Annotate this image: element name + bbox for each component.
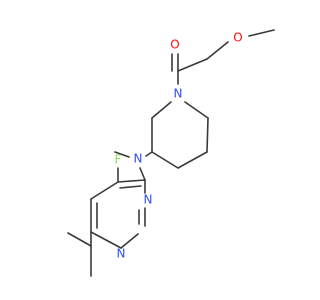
pyrimidine-nitrogen-lower-label: N [117, 247, 126, 261]
fluorine-label: F [115, 153, 122, 167]
bond [145, 151, 153, 157]
bond [120, 233, 139, 249]
carbonyl-oxygen-label: O [170, 38, 179, 52]
amine-nitrogen-label: N [134, 152, 143, 166]
bond [67, 232, 92, 247]
ether-oxygen-label: O [233, 31, 242, 45]
bond [177, 58, 208, 72]
bond [119, 185, 142, 189]
bonds [67, 29, 275, 277]
bond [151, 151, 179, 169]
bond [90, 181, 119, 200]
bond [206, 41, 229, 60]
bond [139, 167, 146, 181]
bond [90, 231, 122, 249]
bond [248, 29, 275, 37]
bond [206, 117, 209, 153]
bond [117, 179, 146, 183]
piperidine-nitrogen-label: N [174, 87, 183, 101]
pyrimidine-nitrogen-upper-label: N [144, 193, 153, 207]
bond [177, 151, 208, 169]
molecule-structure: O O N N F N N [67, 29, 275, 277]
bond [184, 101, 209, 119]
bond [114, 151, 130, 158]
bond [151, 101, 172, 119]
atom-labels: O O N N F N N [115, 31, 243, 261]
structure-canvas: O O N N F N N [67, 29, 275, 277]
